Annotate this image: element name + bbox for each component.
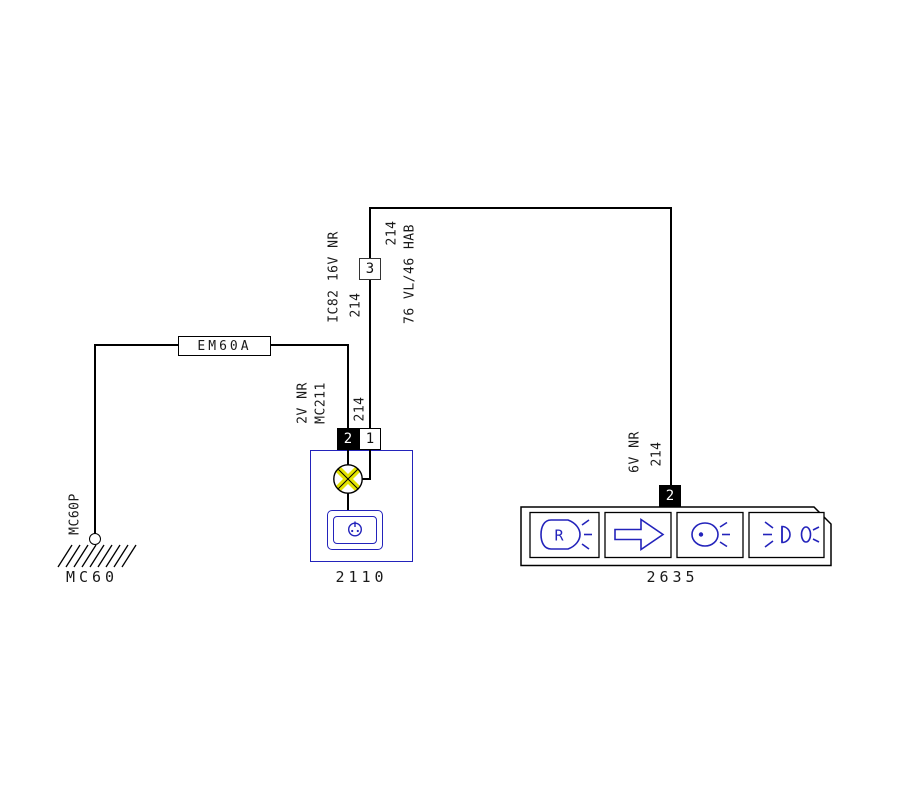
wire-pin1-riser: [369, 280, 371, 428]
wire-splice-to-2110: [270, 344, 349, 346]
wire-label-ic82-16v-nr: IC82 16V NR: [326, 231, 342, 323]
wire-number-214-2635: 214: [649, 441, 665, 467]
wire-number-214-below-connector: 214: [348, 292, 364, 318]
reverse-lamp-icon: [540, 519, 592, 550]
inline-connector-way-box: 3: [359, 258, 381, 280]
wire-ground-riser: [94, 345, 96, 534]
pin-2-2635: 2: [659, 485, 681, 507]
tail-lamp-icon: [691, 521, 730, 548]
switch-inner-box: [333, 516, 377, 544]
pin-1-2110: 1: [359, 428, 381, 450]
wire-label-mc211: MC211: [313, 382, 329, 424]
component-2635-label: 2635: [646, 568, 699, 586]
splice-em60a-box: EM60A: [178, 336, 271, 356]
turn-signal-icon: [614, 517, 665, 552]
wire-drop-to-2635: [670, 207, 672, 486]
ground-hatch-icon: [57, 544, 137, 568]
wire-label-76-vl-46-hab: 76 VL/46 HAB: [402, 224, 418, 324]
wire-label-6v-nr: 6V NR: [627, 431, 643, 473]
wire-pin1-lamp-link: [362, 478, 371, 480]
wire-number-214-2110: 214: [352, 396, 368, 422]
ground-label: MC60: [65, 568, 119, 586]
wire-lamp-to-switch: [347, 493, 349, 511]
fog-lamp-icon: [763, 521, 820, 548]
ground-point-label: MC60P: [67, 493, 83, 535]
wire-pin1-internal-drop: [369, 450, 371, 479]
component-2110-label: 2110: [335, 568, 388, 586]
switch-icon: [347, 521, 363, 537]
wire-label-2v-nr: 2V NR: [295, 382, 311, 424]
component-2635-box: R: [520, 506, 832, 567]
wire-above-inline-connector: [369, 207, 371, 258]
wire-number-214-above-connector: 214: [384, 220, 400, 246]
wire-drop-to-pin2-2110: [347, 345, 349, 428]
pin-2-2110: 2: [337, 428, 359, 450]
splice-label: EM60A: [197, 338, 252, 354]
ground-point-icon: [89, 533, 101, 545]
lamp-icon: [333, 464, 363, 494]
wire-top-run: [369, 207, 672, 209]
wire-ground-to-splice: [94, 344, 179, 346]
wire-pin2-to-lamp: [347, 450, 349, 465]
reverse-lamp-letter: R: [554, 527, 564, 545]
